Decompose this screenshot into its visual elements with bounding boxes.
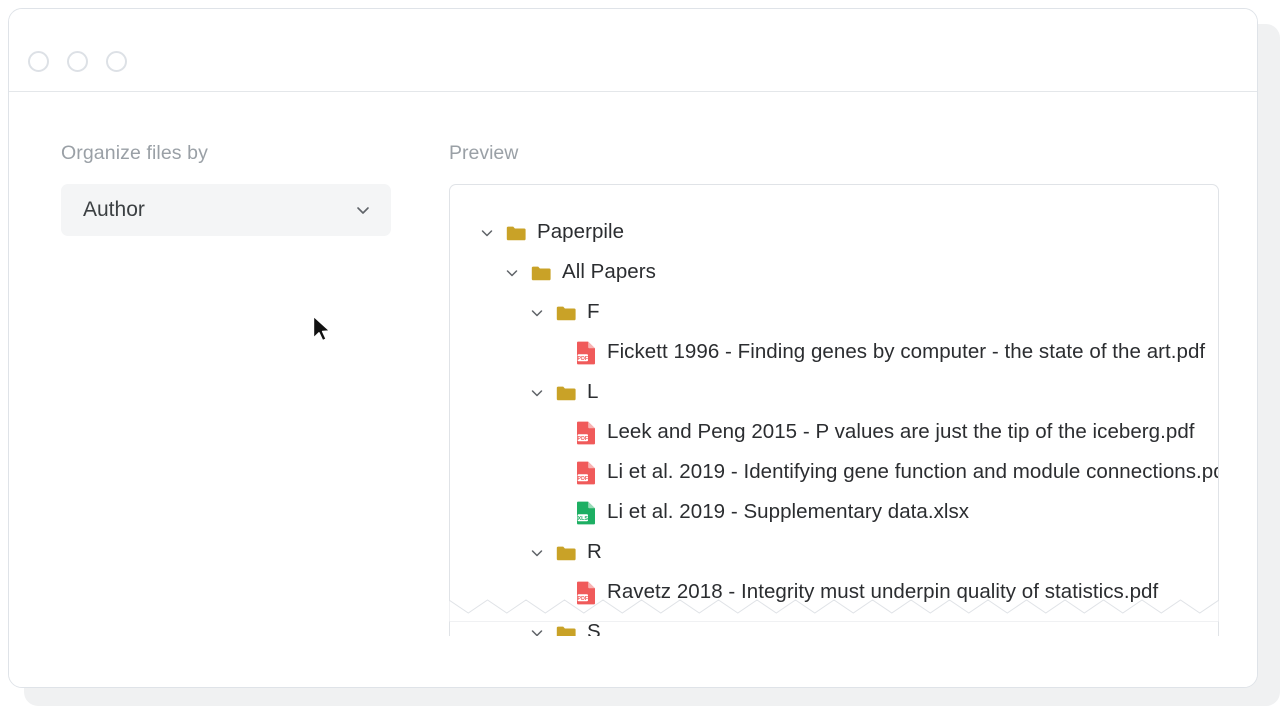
chevron-down-icon[interactable] xyxy=(501,262,523,284)
app-window: Organize files by Author Preview Paperpi… xyxy=(8,8,1258,688)
folder-icon xyxy=(556,305,576,321)
maximize-button[interactable] xyxy=(106,51,127,72)
folder-name: R xyxy=(587,540,602,564)
tree-row[interactable]: Paperpile xyxy=(450,213,1218,253)
tree-row[interactable]: XLS Li et al. 2019 - Supplementary data.x… xyxy=(450,493,1218,533)
file-name: Fickett 1996 - Finding genes by computer… xyxy=(607,340,1206,364)
close-button[interactable] xyxy=(28,51,49,72)
organize-files-selected-value: Author xyxy=(83,198,145,221)
folder-icon xyxy=(506,225,526,241)
organize-files-section: Organize files by Author xyxy=(61,142,401,236)
xls-file-icon: XLS xyxy=(576,501,596,525)
svg-text:PDF: PDF xyxy=(577,435,588,441)
pdf-file-icon: PDF xyxy=(576,461,596,485)
tree-row[interactable]: PDF Fickett 1996 - Finding genes by compu… xyxy=(450,333,1218,373)
window-content: Organize files by Author Preview Paperpi… xyxy=(9,92,1257,687)
folder-name: F xyxy=(587,300,600,324)
preview-label: Preview xyxy=(449,142,519,164)
folder-name: Paperpile xyxy=(537,220,625,244)
tree-row[interactable]: R xyxy=(450,533,1218,573)
svg-text:PDF: PDF xyxy=(577,475,588,481)
organize-files-label: Organize files by xyxy=(61,142,208,164)
folder-name: S xyxy=(587,620,601,636)
svg-text:XLS: XLS xyxy=(578,515,589,521)
minimize-button[interactable] xyxy=(67,51,88,72)
chevron-down-icon[interactable] xyxy=(526,542,548,564)
window-controls xyxy=(28,51,127,72)
svg-text:PDF: PDF xyxy=(577,355,588,361)
folder-icon xyxy=(556,625,576,636)
pdf-file-icon: PDF xyxy=(576,421,596,445)
chevron-down-icon[interactable] xyxy=(526,622,548,636)
folder-name: All Papers xyxy=(562,260,656,284)
pdf-file-icon: PDF xyxy=(576,581,596,605)
tree-row[interactable]: L xyxy=(450,373,1218,413)
folder-icon xyxy=(531,265,551,281)
window-titlebar xyxy=(9,9,1257,92)
tree-row[interactable]: F xyxy=(450,293,1218,333)
chevron-down-icon[interactable] xyxy=(476,222,498,244)
tree-row[interactable]: All Papers xyxy=(450,253,1218,293)
tree-row[interactable]: PDF Ravetz 2018 - Integrity must underpin… xyxy=(450,573,1218,613)
tree-row[interactable]: PDF Leek and Peng 2015 - P values are jus… xyxy=(450,413,1218,453)
tree-row[interactable]: PDF Li et al. 2019 - Identifying gene fun… xyxy=(450,453,1218,493)
svg-text:PDF: PDF xyxy=(577,595,588,601)
tree-row[interactable]: S xyxy=(450,613,1218,636)
file-name: Li et al. 2019 - Supplementary data.xlsx xyxy=(607,500,970,524)
file-name: Ravetz 2018 - Integrity must underpin qu… xyxy=(607,580,1159,604)
chevron-down-icon[interactable] xyxy=(526,302,548,324)
chevron-down-icon xyxy=(355,202,371,218)
file-name: Leek and Peng 2015 - P values are just t… xyxy=(607,420,1195,444)
mouse-cursor xyxy=(312,315,334,345)
folder-name: L xyxy=(587,380,599,404)
file-name: Li et al. 2019 - Identifying gene functi… xyxy=(607,460,1219,484)
chevron-down-icon[interactable] xyxy=(526,382,548,404)
torn-paper-edge xyxy=(449,596,1219,622)
folder-icon xyxy=(556,545,576,561)
pdf-file-icon: PDF xyxy=(576,341,596,365)
folder-icon xyxy=(556,385,576,401)
organize-files-select[interactable]: Author xyxy=(61,183,391,236)
